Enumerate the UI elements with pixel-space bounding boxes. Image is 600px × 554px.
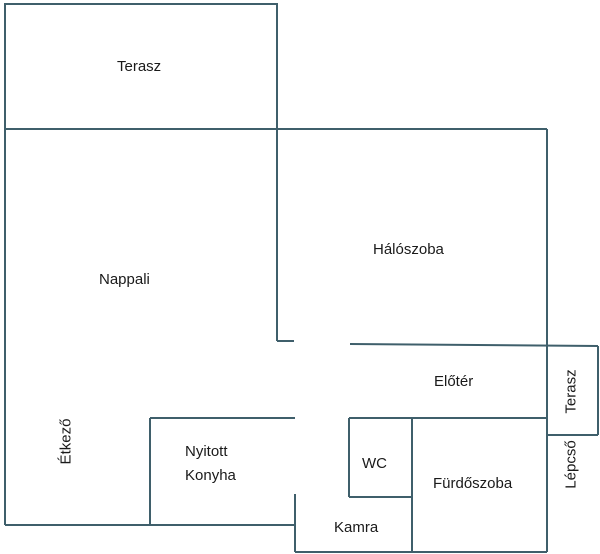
room-label-konyha-line2: Konyha xyxy=(185,467,236,484)
room-label-wc: WC xyxy=(362,455,387,472)
room-label-terasz-side: Terasz xyxy=(562,369,580,414)
room-label-etkezo: Étkező xyxy=(57,418,75,465)
room-label-haloszoba: Hálószoba xyxy=(373,241,444,258)
room-label-nappali: Nappali xyxy=(99,271,150,288)
room-label-kamra: Kamra xyxy=(334,519,379,536)
room-label-konyha-line1: Nyitott xyxy=(185,443,228,460)
room-label-lepcso: Lépcső xyxy=(562,440,580,489)
room-label-terasz: Terasz xyxy=(117,58,162,75)
wall xyxy=(349,343,599,347)
room-label-furdoszoba: Fürdőszoba xyxy=(433,475,513,492)
room-label-eloter: Előtér xyxy=(434,373,474,390)
